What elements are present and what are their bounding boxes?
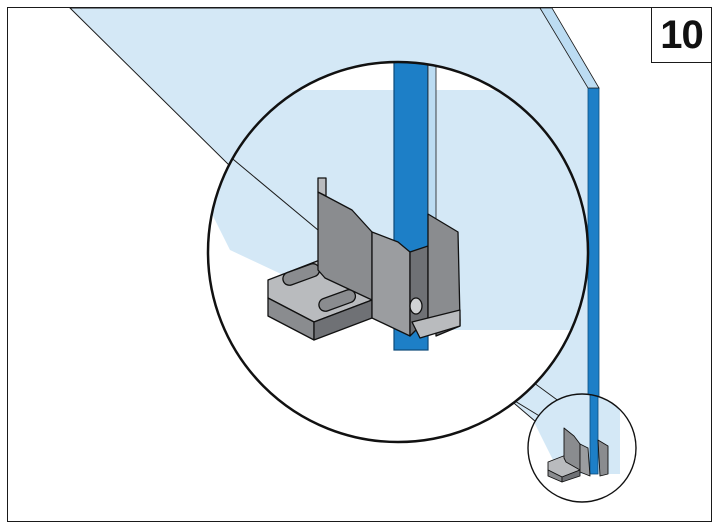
floor-bracket bbox=[267, 177, 461, 341]
step-number-box: 10 bbox=[651, 7, 712, 63]
detail-locator-circle bbox=[527, 393, 637, 503]
detail-magnifier-circle bbox=[206, 60, 590, 444]
step-number: 10 bbox=[660, 13, 703, 57]
